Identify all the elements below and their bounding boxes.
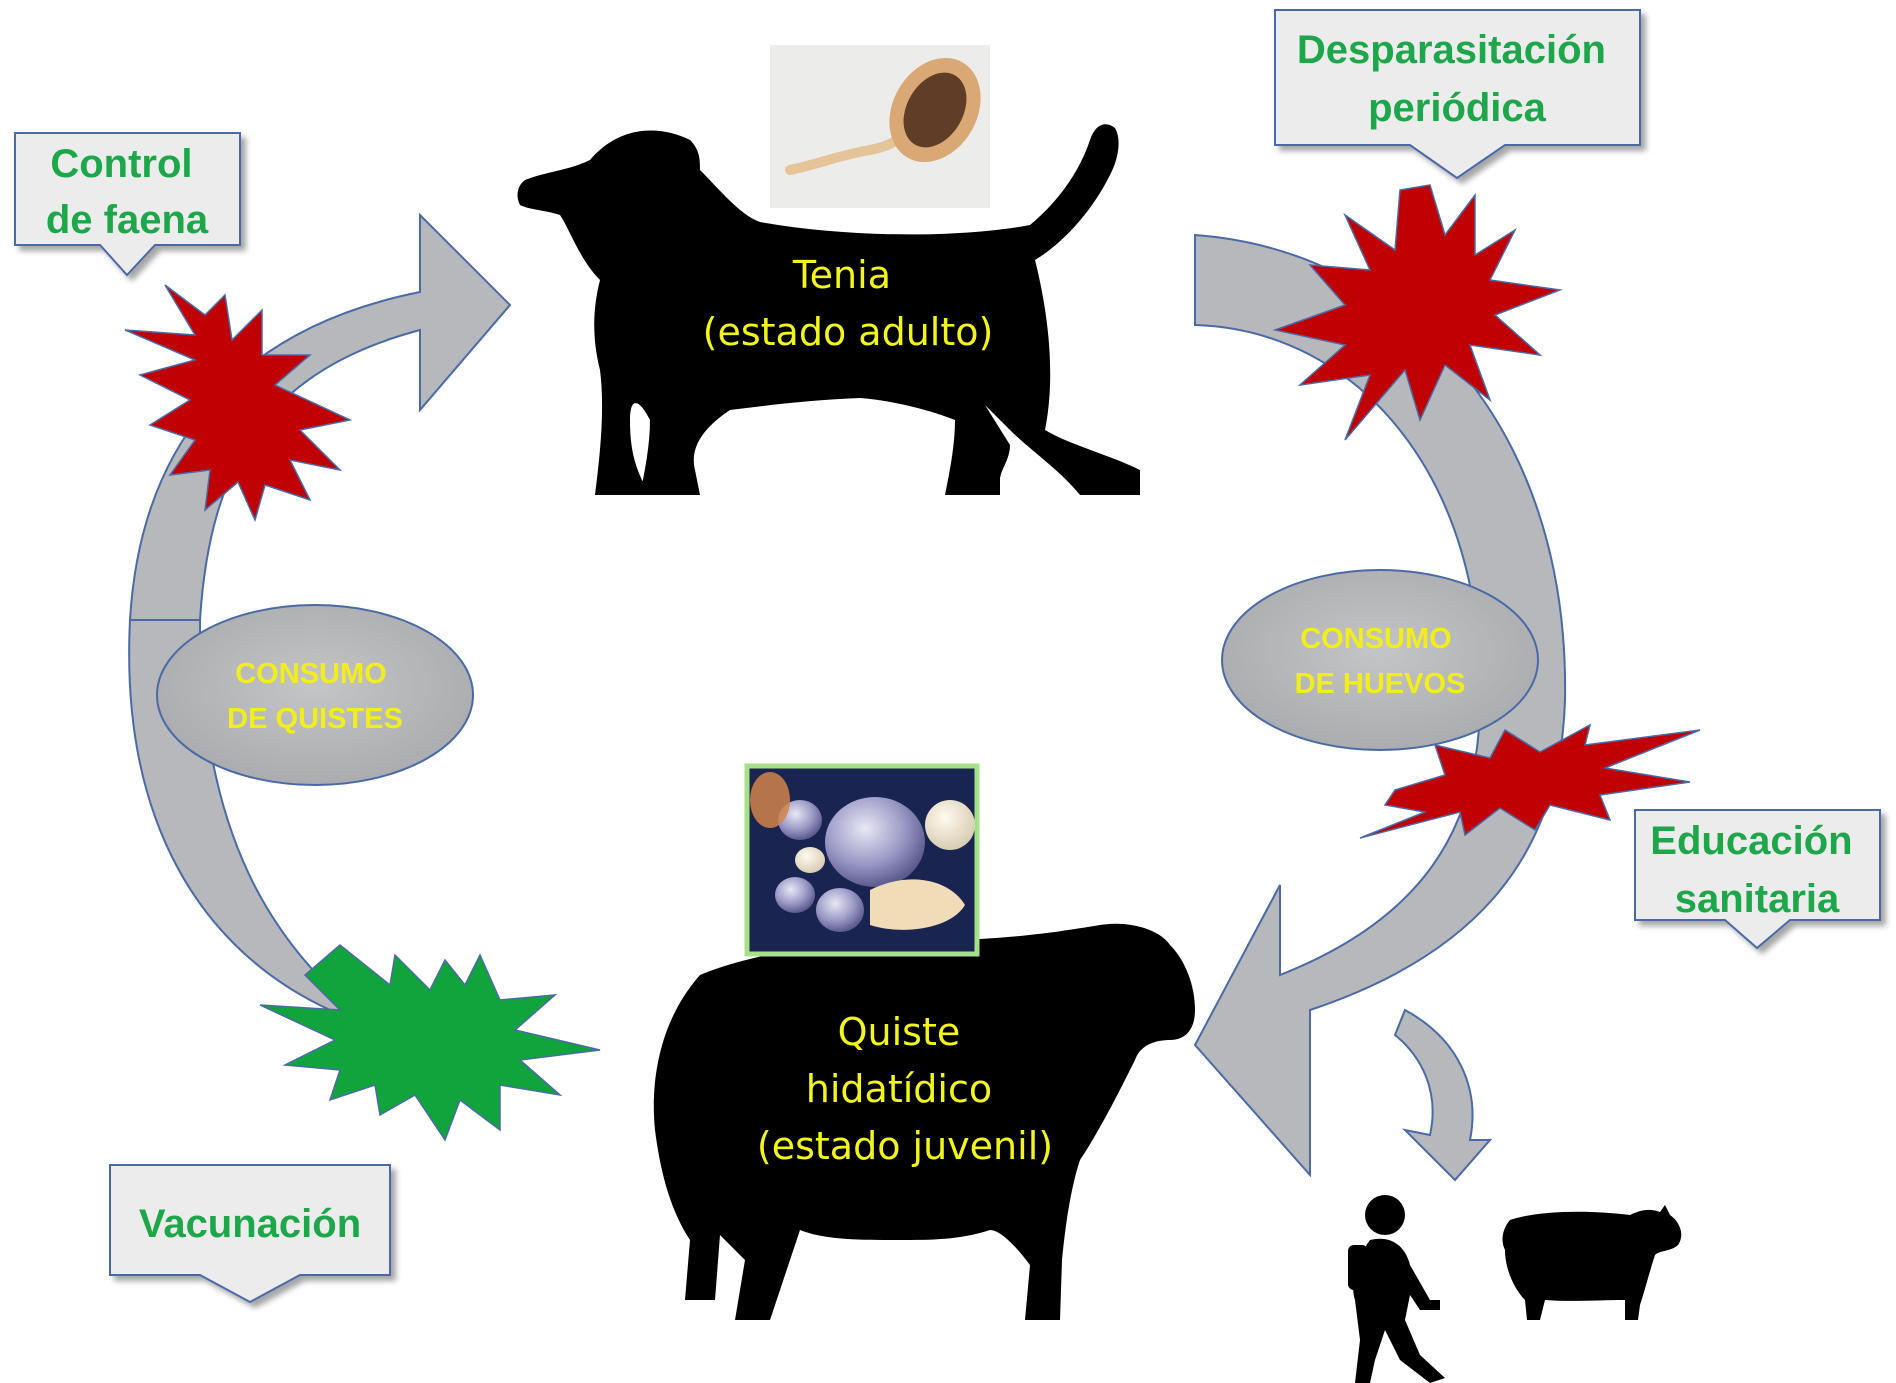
oval-cyst-consumption: [157, 605, 473, 785]
oval-egg-consumption: [1222, 570, 1538, 750]
tapeworm-photo-icon: [770, 41, 999, 208]
sheep-silhouette-icon: [654, 924, 1195, 1320]
child-silhouette-icon: [1348, 1195, 1445, 1383]
hydatid-cyst-photo-icon: [747, 766, 977, 954]
callout-vaccination-text: Vacunación: [139, 1202, 361, 1246]
branch-arrow-to-humans: [1395, 1010, 1490, 1180]
cow-silhouette-icon: [1503, 1205, 1682, 1320]
control-burst-vaccination: [260, 945, 600, 1140]
